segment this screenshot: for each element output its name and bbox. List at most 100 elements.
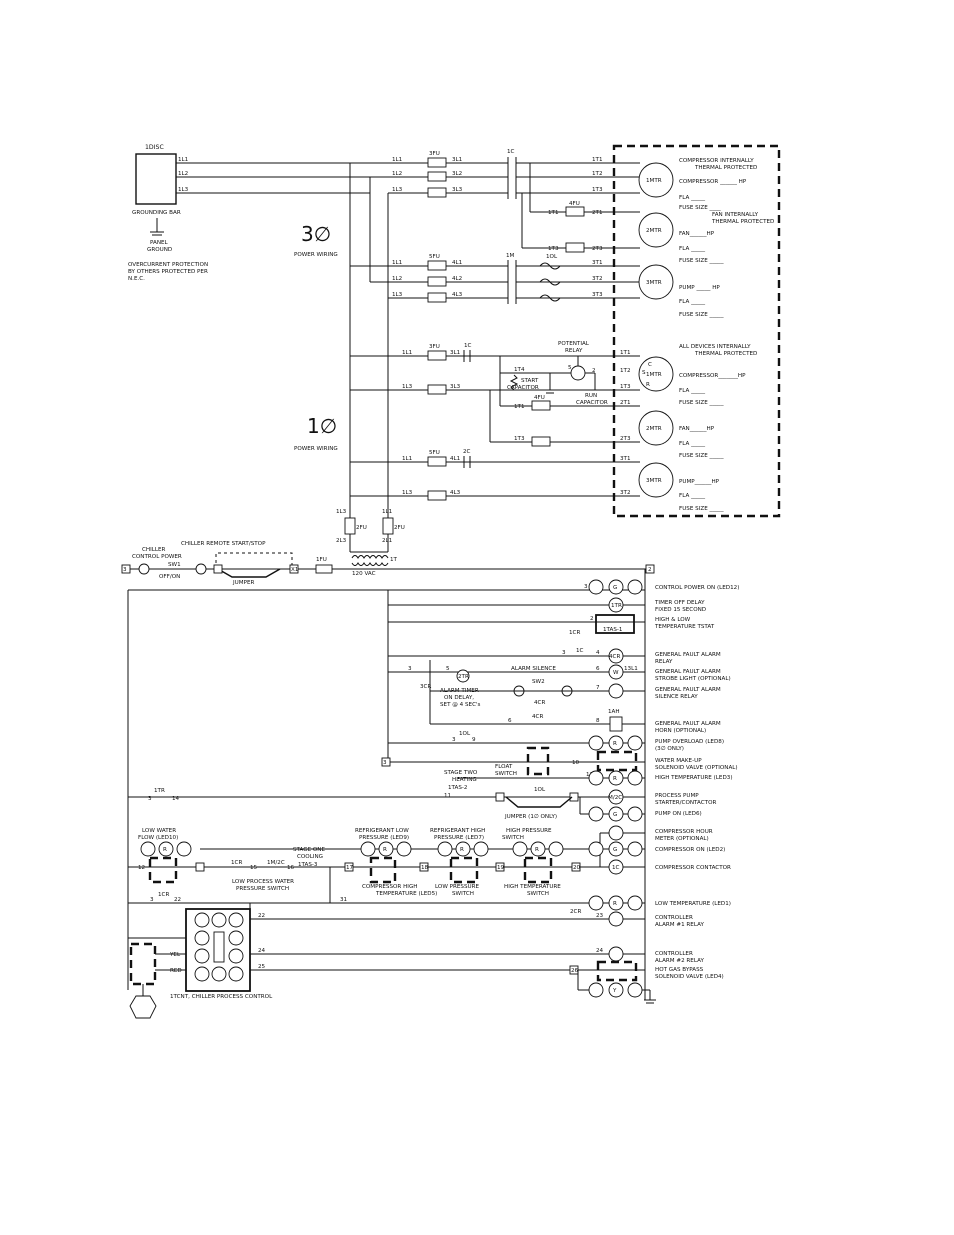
r8-term-3 <box>381 757 391 767</box>
motors: 1MTR 2MTR 3MTR 1MTR C S R 2MTR 3MTR <box>638 162 674 498</box>
motor-1mtr-1ph-label: 1MTR <box>646 372 662 378</box>
r11-19: 19 <box>497 865 505 871</box>
controller-1tcnt <box>185 908 251 992</box>
starter-1m-label: 1M <box>506 253 515 259</box>
r5-13l1: 13L1 <box>624 666 638 672</box>
sp-1l3: 1L3 <box>402 384 413 390</box>
r3-desc-2: TEMPERATURE TSTAT <box>654 624 715 630</box>
r11-stage-one: STAGE ONE <box>293 847 325 853</box>
r15-desc-2: SOLENOID VALVE (LED4) <box>655 974 724 980</box>
tp-1t3: 1T3 <box>592 187 603 193</box>
r6-4cr: 4CR <box>532 714 543 720</box>
run-cap-1: RUN <box>585 393 597 399</box>
r11-cht-1: HIGH PRESSURE <box>506 828 552 834</box>
lg1-5: FAN______HP <box>679 426 715 432</box>
pump-4l3: 4L3 <box>452 292 463 298</box>
r11-lpws-1: LOW PROCESS WATER <box>232 879 294 885</box>
sp-fuse-5fu-label: 5FU <box>429 450 440 456</box>
sp-4l1: 4L1 <box>450 456 461 462</box>
r5-desc-6: GENERAL FAULT ALARM <box>655 687 721 693</box>
r10-m2c: M/2C <box>608 795 622 801</box>
r10-3: 3 <box>148 796 152 802</box>
overload-coil-2 <box>539 278 561 286</box>
tr-1l1: 1L1 <box>382 509 393 515</box>
r7-desc-1: PUMP OVERLOAD (LED8) <box>655 739 724 745</box>
r5-w: W <box>613 670 619 676</box>
sw1-term-left <box>138 563 150 575</box>
tcnt-red: RED <box>170 968 182 974</box>
lg3-8: FLA _____ <box>679 246 705 252</box>
lg3-1: THERMAL PROTECTED <box>694 165 757 171</box>
overcurrent-line-1: OVERCURRENT PROTECTION <box>128 262 208 268</box>
r13-22: 22 <box>258 913 265 919</box>
sp-fuse-4fu-label: 4FU <box>534 395 545 401</box>
motor-2mtr-3ph <box>638 212 674 248</box>
tp-3l3: 3L3 <box>452 187 463 193</box>
tr-2l3: 2L3 <box>336 538 347 544</box>
lg1-3: FLA _____ <box>679 388 705 394</box>
tp-l2: 1L2 <box>392 171 402 177</box>
fuse-4fu-b <box>565 242 585 253</box>
r6-8: 8 <box>596 718 600 724</box>
motor-3mtr-1ph <box>638 462 674 498</box>
compressor-contactor-coil <box>608 859 624 875</box>
lg3-3: FLA _____ <box>679 195 705 201</box>
r11-cooling: COOLING <box>297 854 323 860</box>
r1-led-g: G <box>613 585 617 591</box>
r12-desc: LOW TEMPERATURE (LED1) <box>655 901 731 907</box>
jumper-1ph <box>505 796 573 808</box>
r5-desc-5: STROBE LIGHT (OPTIONAL) <box>655 676 731 682</box>
fuse-3fu-1 <box>427 157 447 168</box>
r12-22: 22 <box>174 897 181 903</box>
r2-desc-2: FIXED 15 SECOND <box>655 607 706 613</box>
r5-6: 6 <box>596 666 600 672</box>
rail-term-3 <box>121 564 131 574</box>
r11-hts-2: SWITCH <box>527 891 549 897</box>
motor-2mtr-1ph-label: 2MTR <box>646 426 662 432</box>
r3-1tas: 1TAS-1 <box>603 627 623 633</box>
grounding-bar-label: GROUNDING BAR <box>132 210 181 216</box>
r11-cht-2: SWITCH <box>502 835 524 841</box>
led-high-temp: R <box>588 770 643 786</box>
r15-desc-1: HOT GAS BYPASS <box>655 967 704 973</box>
starter-1m: 1M <box>506 253 517 304</box>
hour-meter <box>608 825 624 841</box>
r9-11: 11 <box>444 793 452 799</box>
control-power-label: CONTROL POWER <box>132 554 182 560</box>
overcurrent-line-2: BY OTHERS PROTECTED PER <box>128 269 208 275</box>
lg3-5: FAN INTERNALLY <box>712 212 759 218</box>
offon-label: OFF/ON <box>159 574 180 580</box>
tp-l3: 1L3 <box>392 187 403 193</box>
r11-1cr: 1CR <box>231 860 242 866</box>
sp-term-2t3: 2T3 <box>620 436 631 442</box>
fuse-5fu-3 <box>427 292 447 303</box>
r7-led-r: R <box>613 741 617 747</box>
sp-fan-1t3: 1T3 <box>514 436 525 442</box>
sp-2c-label: 2C <box>463 449 471 455</box>
r12-3: 3 <box>150 897 154 903</box>
contactor-1c: 1C <box>507 149 517 199</box>
r11-17: 17 <box>346 865 354 871</box>
fuse-4fu-a <box>565 206 585 217</box>
r4-4cr: 4CR <box>609 654 620 660</box>
hot-gas-solenoid-box <box>596 960 638 982</box>
r4-1cr: 1CR <box>569 630 580 636</box>
rail-term-2 <box>645 564 655 574</box>
r5-desc-7: SILENCE RELAY <box>655 694 698 700</box>
pump-1l3: 1L3 <box>392 292 403 298</box>
r5-5: 5 <box>446 666 450 672</box>
lg1-4: FUSE SIZE _____ <box>679 400 724 406</box>
r5-3: 3 <box>408 666 412 672</box>
jumper-1 <box>217 568 281 578</box>
transformer-1t: 1T <box>390 557 398 563</box>
r11-rlp-1: REFRIGERANT LOW <box>355 828 409 834</box>
r9-heating: HEATING <box>452 777 477 783</box>
water-makeup-solenoid-box <box>596 750 638 772</box>
float-switch-box <box>526 746 550 776</box>
fan-1t1: 1T1 <box>548 210 559 216</box>
overload-coil-1 <box>539 262 561 270</box>
motor-3mtr-label: 3MTR <box>646 280 662 286</box>
motor-2mtr-label: 2MTR <box>646 228 662 234</box>
motor-2mtr-1ph <box>638 410 674 446</box>
sp-3l3: 3L3 <box>450 384 461 390</box>
